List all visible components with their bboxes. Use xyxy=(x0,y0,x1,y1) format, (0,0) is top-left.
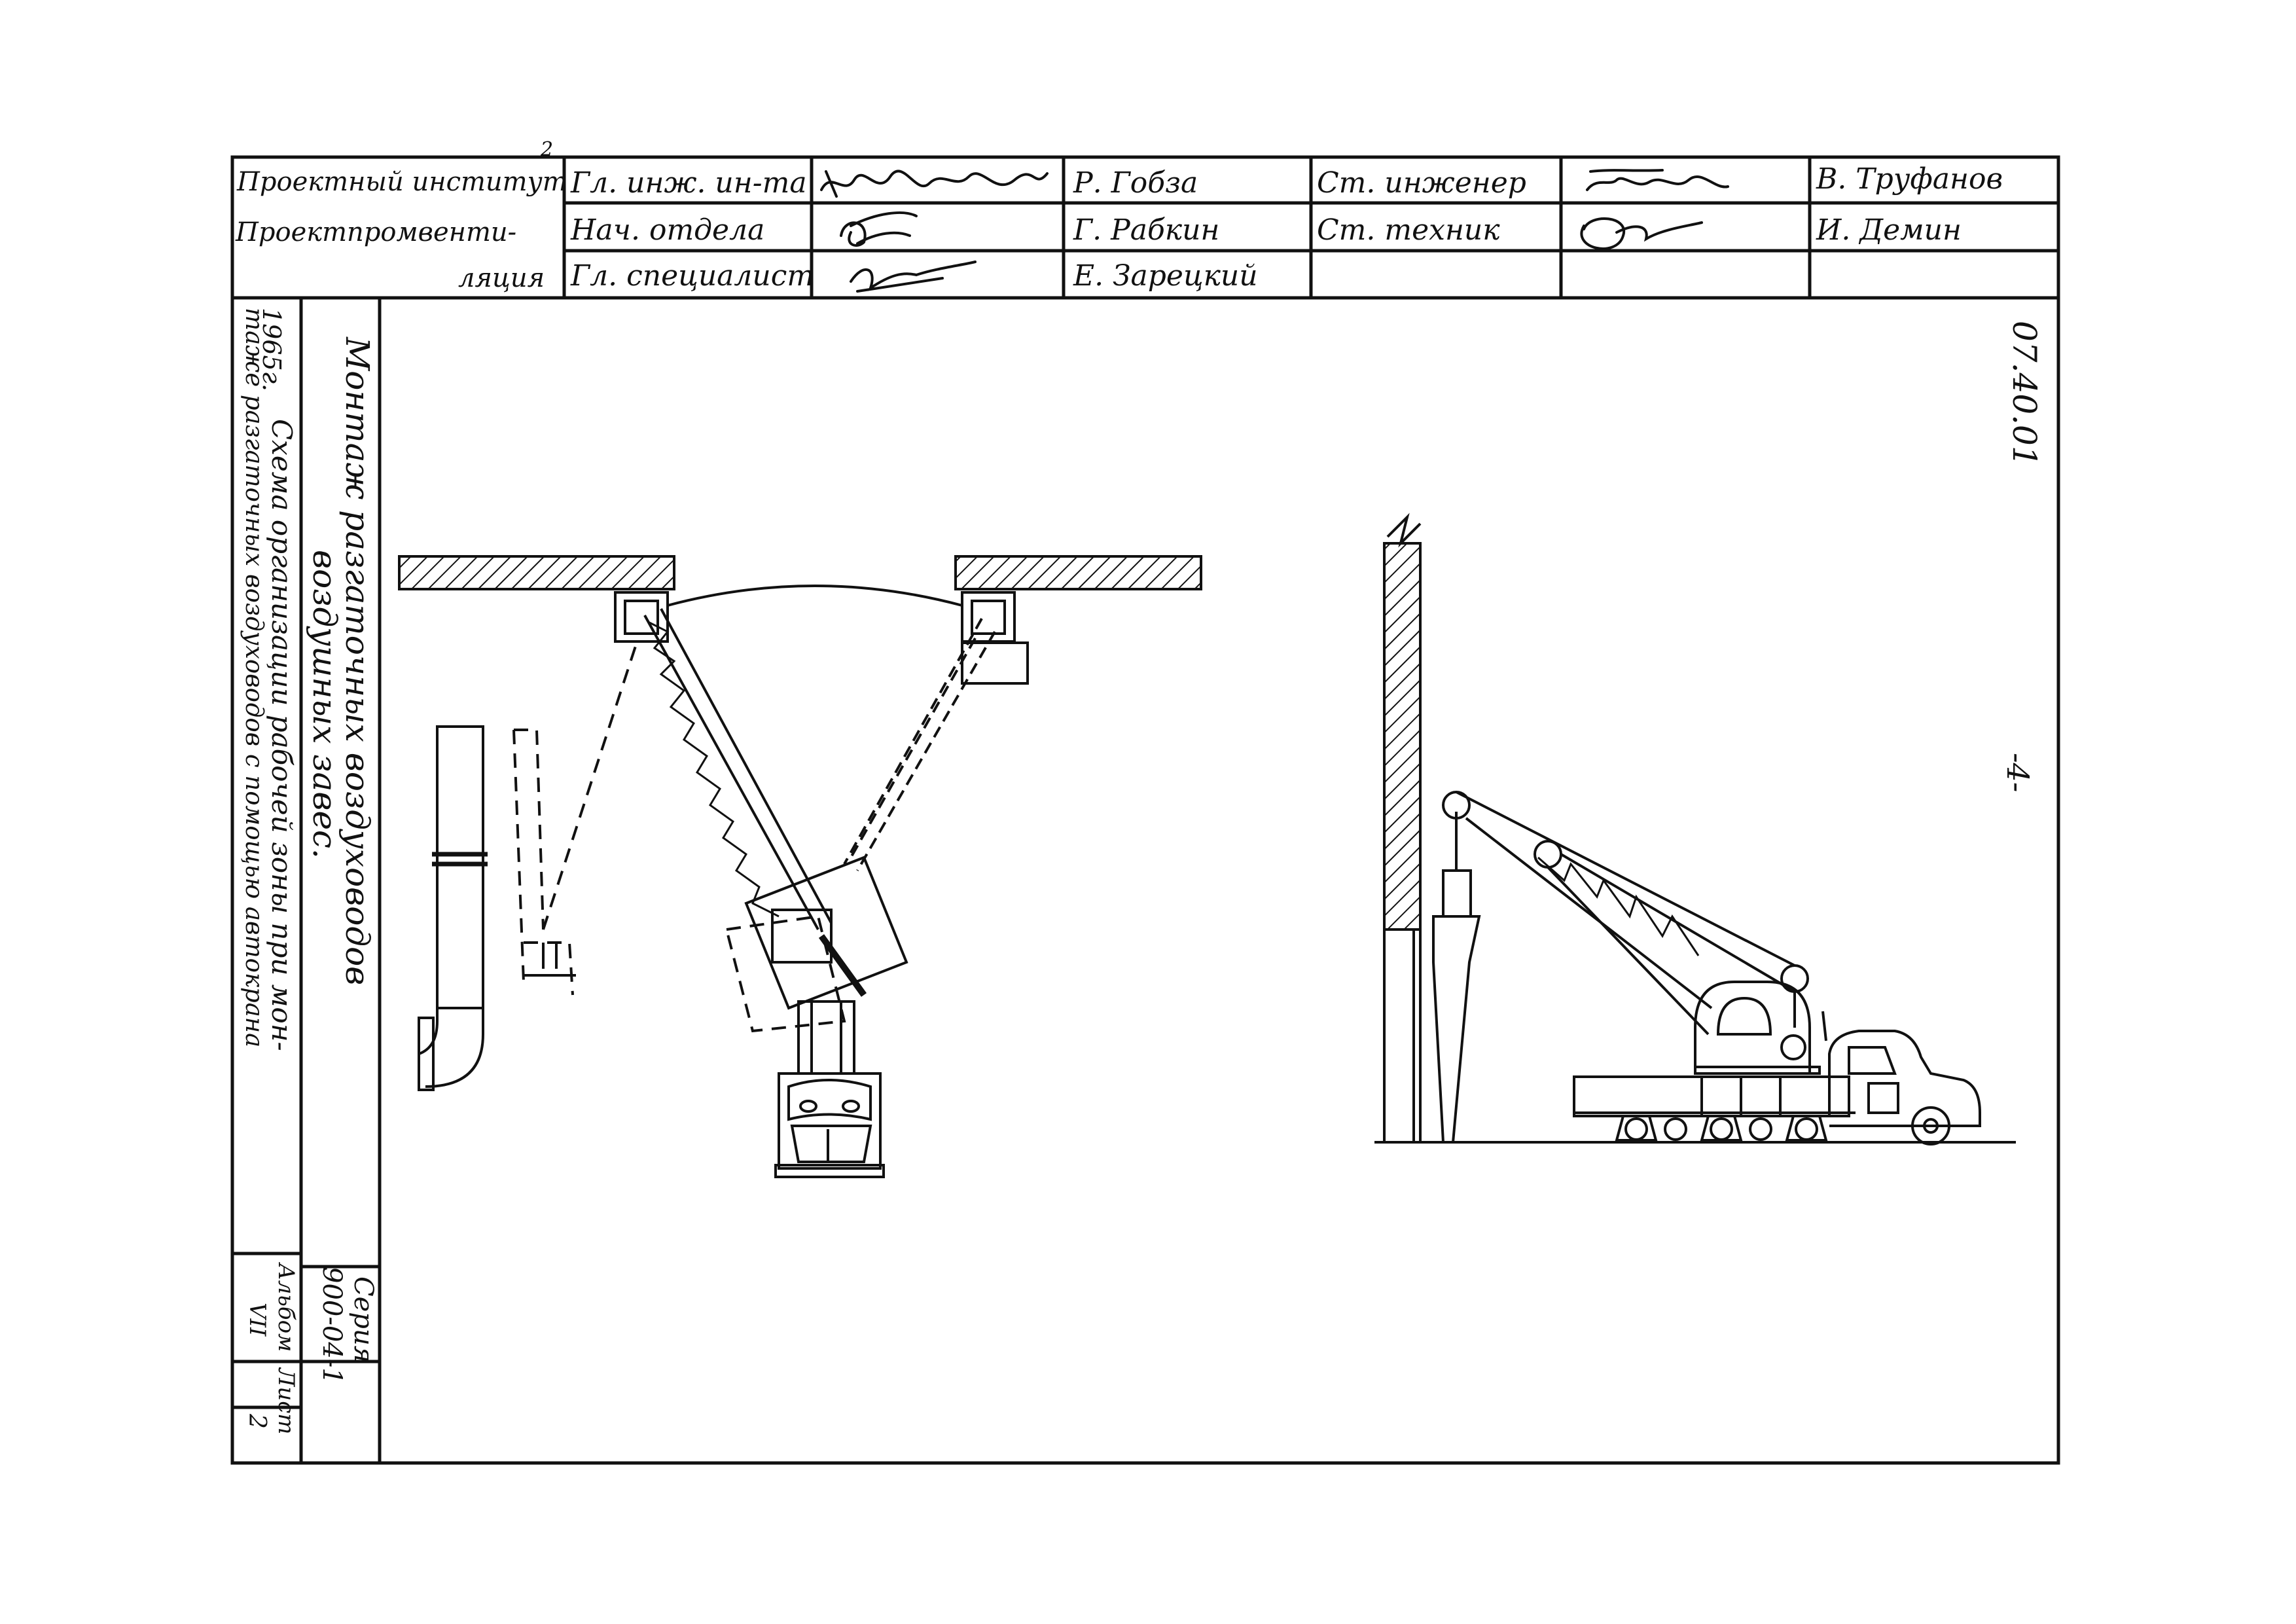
wall-break-mark xyxy=(1386,513,1422,548)
role-dept-head: Нач. отдела xyxy=(571,213,765,247)
org-line1: Проектный институт xyxy=(237,167,567,197)
wall-right xyxy=(954,555,1202,590)
crane-turntable xyxy=(725,856,908,1033)
name-rabkin: Г. Рабкин xyxy=(1073,213,1220,247)
signature-chief-engineer xyxy=(820,170,1049,198)
crane-boom-left xyxy=(643,608,833,930)
truck-plan xyxy=(774,1000,885,1178)
column-left xyxy=(614,591,669,643)
plan-view xyxy=(398,555,1202,1178)
crane-boom-elevation xyxy=(1442,791,1809,1036)
wall-elevation xyxy=(1383,542,1422,931)
side-view xyxy=(1374,513,2016,1146)
suspended-duct-dashed xyxy=(512,638,639,996)
duct-block-right xyxy=(961,641,1029,685)
name-trufanov: В. Труфанов xyxy=(1816,162,2003,196)
name-gobza: Р. Гобза xyxy=(1073,166,1198,200)
index-mark: 2 xyxy=(541,138,554,161)
org-line2: Проектпромвенти- xyxy=(236,217,517,247)
role-chief-specialist: Гл. специалист xyxy=(571,259,815,293)
signature-chief-specialist xyxy=(850,261,977,293)
signature-senior-engineer xyxy=(1586,169,1729,191)
duct-elbow xyxy=(418,725,488,1091)
signature-dept-head xyxy=(840,211,918,247)
name-demin: И. Демин xyxy=(1816,213,1962,247)
wall-left xyxy=(398,555,675,590)
name-zaretsky: Е. Зарецкий xyxy=(1073,259,1258,293)
org-line2-cont: ляция xyxy=(458,263,545,293)
crane-boom-right xyxy=(843,618,996,871)
role-chief-engineer: Гл. инж. ин-та xyxy=(571,166,807,200)
hanging-duct xyxy=(1432,812,1481,1144)
role-senior-engineer: Ст. инженер xyxy=(1317,166,1526,200)
boom-swing-arc xyxy=(667,585,963,607)
crane-cabin-elevation xyxy=(1694,981,1821,1075)
role-senior-technician: Ст. техник xyxy=(1317,213,1500,247)
signature-senior-technician xyxy=(1580,217,1703,250)
truck-elevation xyxy=(1573,1011,1981,1146)
